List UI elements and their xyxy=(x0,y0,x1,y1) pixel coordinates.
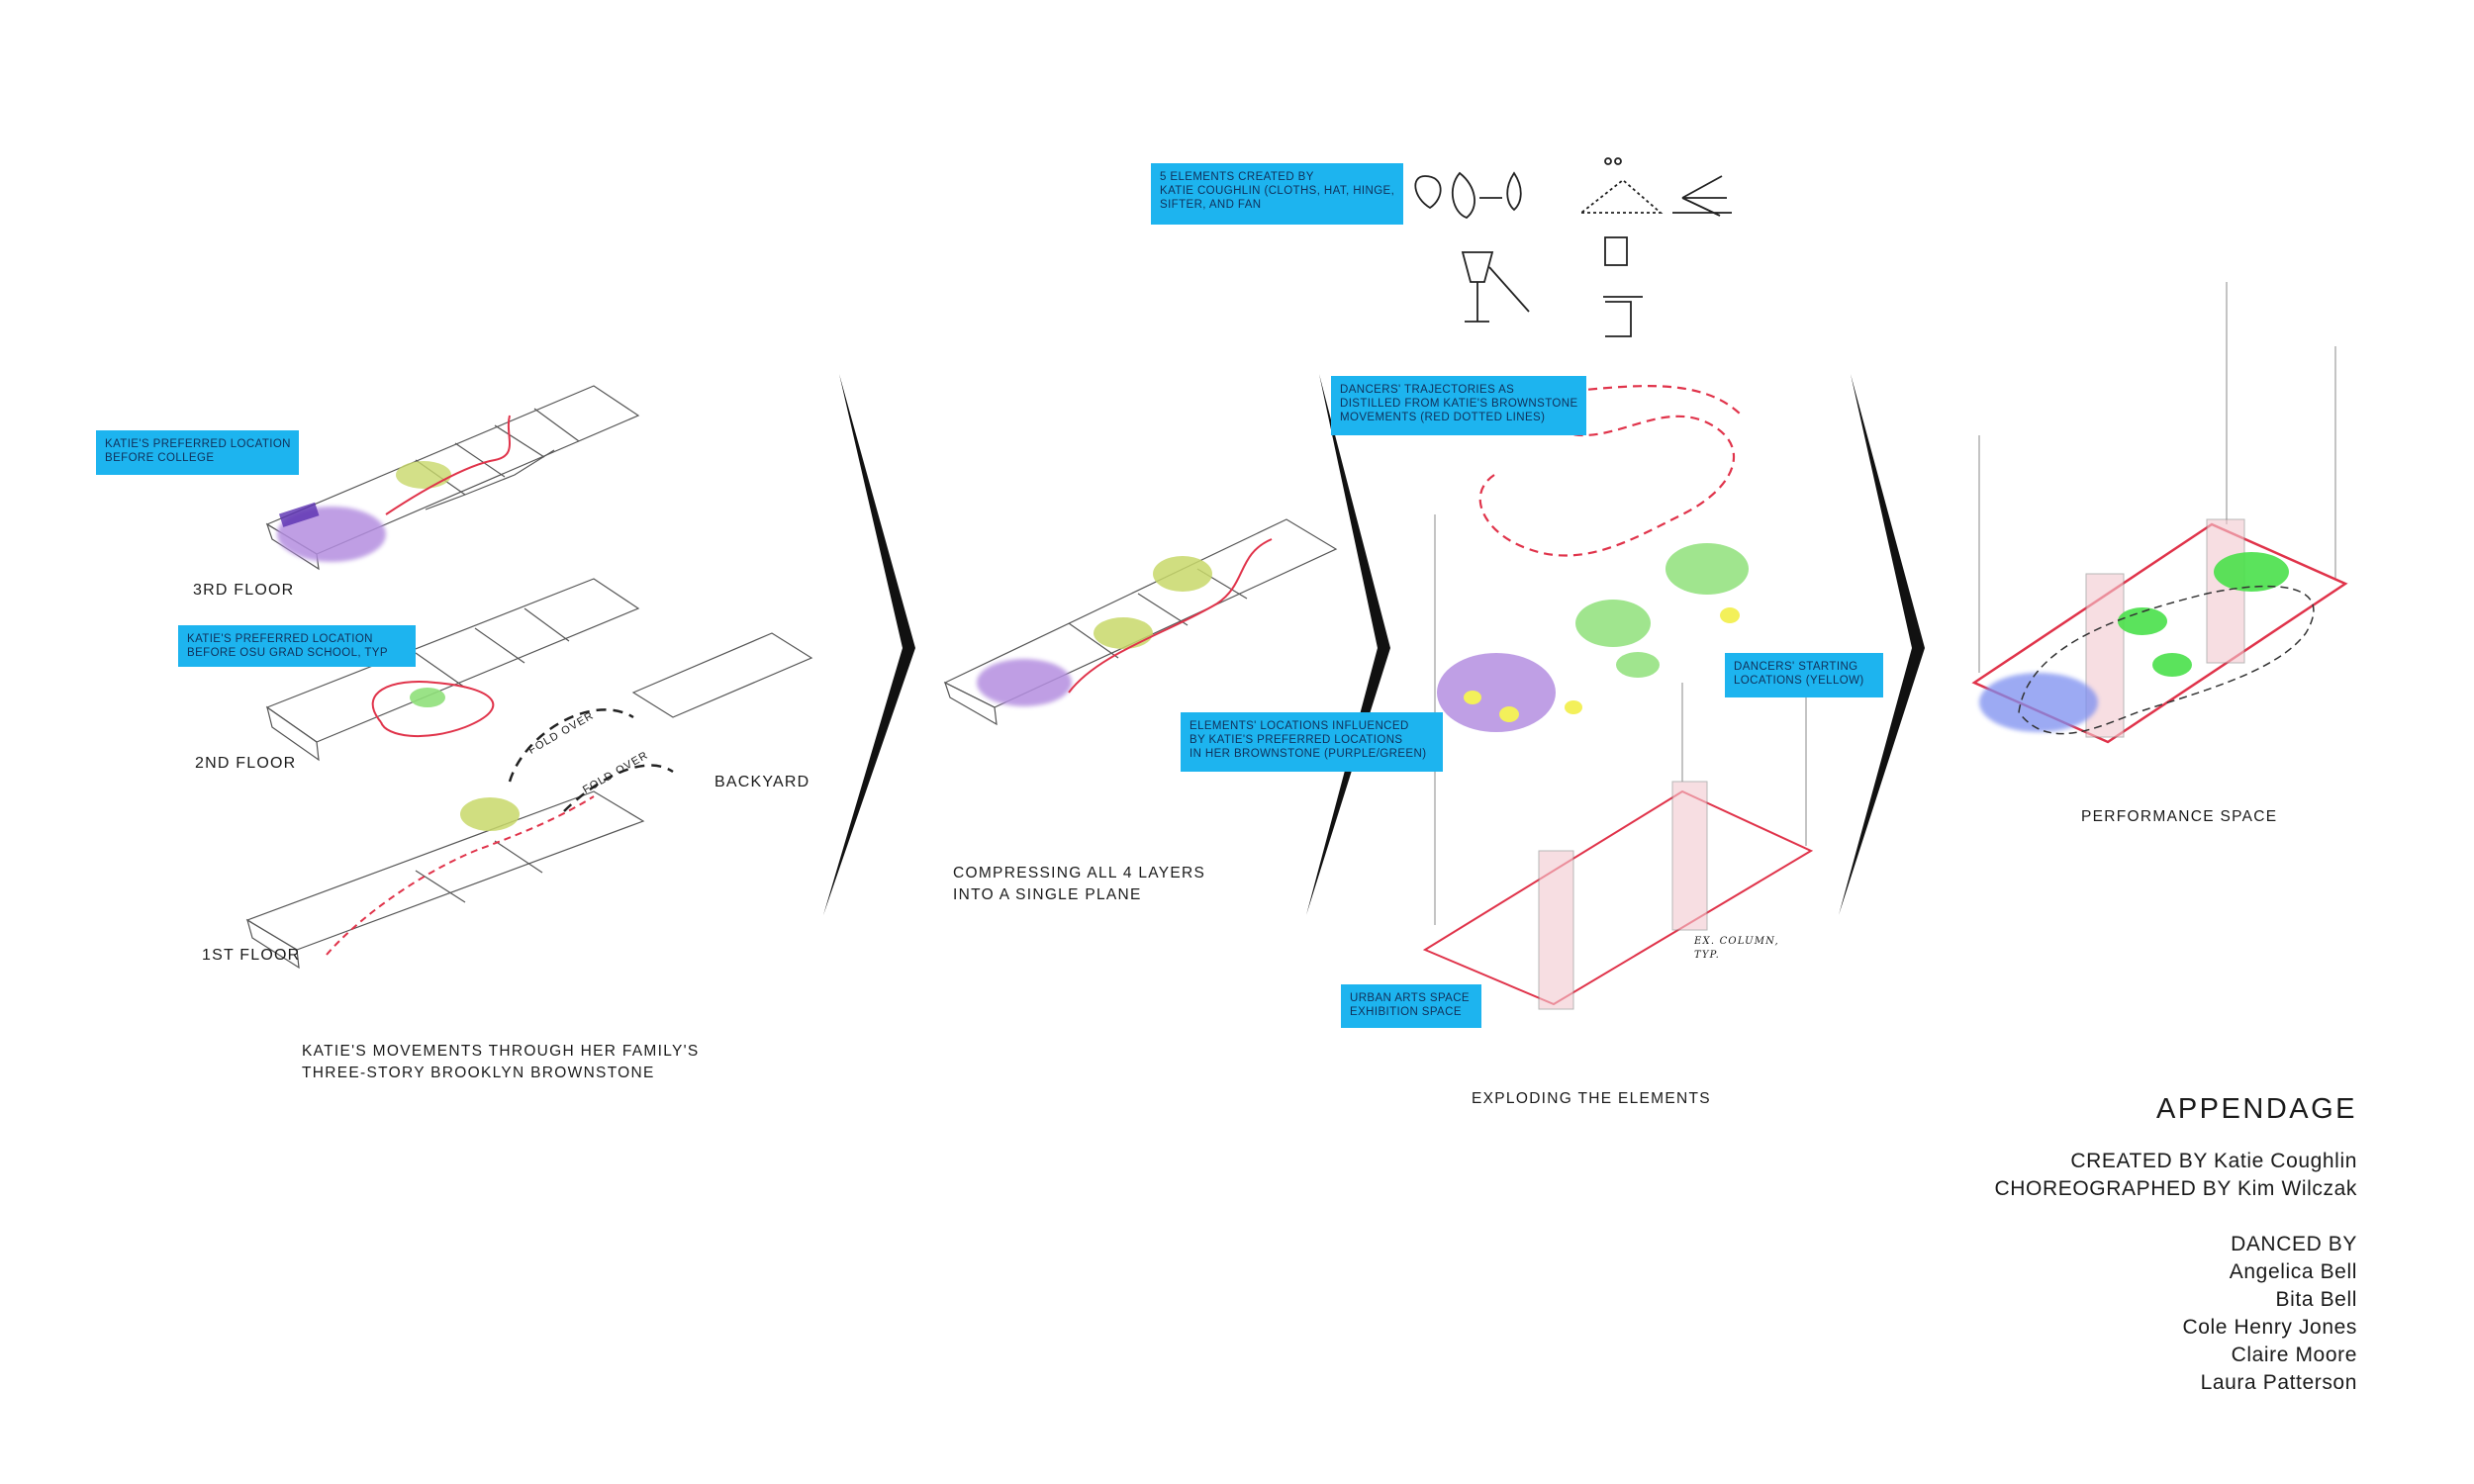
column-note-line: TYP. xyxy=(1694,950,1720,961)
green-element-location-1 xyxy=(1575,600,1651,647)
purple-dark-mark xyxy=(278,502,320,527)
danced-by-heading: DANCED BY xyxy=(2231,1233,2357,1255)
performance-green-2 xyxy=(2118,607,2167,635)
dancer-start-2 xyxy=(1499,706,1519,722)
caption-line: KATIE'S MOVEMENTS THROUGH HER FAMILY'S xyxy=(302,1043,700,1060)
callout-text-line: LOCATIONS (YELLOW) xyxy=(1734,675,1864,687)
callout-text-line: MOVEMENTS (RED DOTTED LINES) xyxy=(1340,412,1546,423)
credits-spacer xyxy=(1995,1203,2357,1231)
red-path-compressed xyxy=(1068,538,1273,694)
callout-text-line: URBAN ARTS SPACE xyxy=(1350,992,1471,1004)
dancer-start-3 xyxy=(1565,700,1582,714)
green-element-location-3 xyxy=(1616,652,1660,678)
project-title: APPENDAGE xyxy=(2156,1093,2357,1125)
callout-text-line: IN HER BROWNSTONE (PURPLE/GREEN) xyxy=(1189,748,1427,760)
label-column-note: EX. COLUMN, TYP. xyxy=(1694,935,1779,963)
label-backyard: BACKYARD xyxy=(714,774,810,790)
separator-chevron-2 xyxy=(1306,374,1390,915)
callout-exhibition-space: URBAN ARTS SPACE EXHIBITION SPACE xyxy=(1341,984,1481,1028)
performance-green-3 xyxy=(2152,653,2192,677)
dancer-name: Bita Bell xyxy=(2275,1288,2357,1311)
performance-lines xyxy=(1978,282,2336,673)
dancer-start-4 xyxy=(1720,607,1740,623)
callout-text-line: KATIE COUGHLIN (CLOTHS, HAT, HINGE, xyxy=(1160,185,1395,197)
callout-text-line: KATIE'S PREFERRED LOCATION xyxy=(105,438,291,450)
callout-text-line: BEFORE OSU GRAD SCHOOL, TYP xyxy=(187,647,388,659)
backyard-plan xyxy=(631,632,813,718)
callout-text-line: KATIE'S PREFERRED LOCATION xyxy=(187,633,373,645)
separator-chevron-3 xyxy=(1839,374,1925,915)
label-2nd-floor: 2ND FLOOR xyxy=(195,755,297,772)
callout-text-line: SIFTER, AND FAN xyxy=(1160,199,1262,211)
floor-plan-1st xyxy=(245,632,813,970)
caption-line: THREE-STORY BROOKLYN BROWNSTONE xyxy=(302,1065,655,1081)
callout-element-locations: ELEMENTS' LOCATIONS INFLUENCED BY KATIE'… xyxy=(1181,712,1443,772)
green-location-compressed-1 xyxy=(1094,617,1153,649)
callout-trajectories: DANCERS' TRAJECTORIES AS DISTILLED FROM … xyxy=(1331,376,1586,435)
performance-purple xyxy=(1979,673,2098,732)
fold-arrow-upper xyxy=(508,708,634,783)
caption-line: COMPRESSING ALL 4 LAYERS xyxy=(953,865,1206,881)
performance-column-1 xyxy=(2206,518,2245,664)
performance-green-1 xyxy=(2214,552,2289,592)
floor-plan-2nd xyxy=(265,578,640,762)
purple-location-3rd xyxy=(277,507,386,562)
exhibition-space-frame xyxy=(1422,789,1814,1006)
callout-text-line: DISTILLED FROM KATIE'S BROWNSTONE xyxy=(1340,398,1578,410)
callout-text-line: BEFORE COLLEGE xyxy=(105,452,215,464)
credits-block: CREATED BY Katie Coughlin CHOREOGRAPHED … xyxy=(1995,1148,2357,1397)
created-by: CREATED BY Katie Coughlin xyxy=(2070,1150,2357,1172)
exhibition-columns xyxy=(1538,781,1708,1010)
dancer-name: Claire Moore xyxy=(2231,1344,2357,1366)
purple-location-compressed xyxy=(977,659,1072,706)
callout-before-college: KATIE'S PREFERRED LOCATION BEFORE COLLEG… xyxy=(96,430,299,475)
callout-text-line: DANCERS' STARTING xyxy=(1734,661,1858,673)
column-note-line: EX. COLUMN, xyxy=(1694,936,1779,947)
green-location-compressed-2 xyxy=(1153,556,1212,592)
caption-line: INTO A SINGLE PLANE xyxy=(953,886,1142,903)
dancer-name: Angelica Bell xyxy=(2229,1260,2357,1283)
callout-before-grad-school: KATIE'S PREFERRED LOCATION BEFORE OSU GR… xyxy=(178,625,416,667)
red-path-3rd xyxy=(385,415,511,515)
element-sketches xyxy=(1414,157,1732,337)
caption-compress: COMPRESSING ALL 4 LAYERS INTO A SINGLE P… xyxy=(953,863,1205,906)
callout-text-line: BY KATIE'S PREFERRED LOCATIONS xyxy=(1189,734,1403,746)
callout-text-line: EXHIBITION SPACE xyxy=(1350,1006,1462,1018)
red-path-2nd xyxy=(371,681,495,738)
performance-trajectory xyxy=(2018,585,2315,735)
dancer-name: Laura Patterson xyxy=(2200,1371,2357,1394)
callout-starting-locations: DANCERS' STARTING LOCATIONS (YELLOW) xyxy=(1725,653,1883,697)
dancer-start-1 xyxy=(1464,691,1481,704)
choreographed-by: CHOREOGRAPHED BY Kim Wilczak xyxy=(1994,1177,2357,1200)
green-location-2nd xyxy=(410,688,445,707)
caption-performance-space: PERFORMANCE SPACE xyxy=(2081,808,2278,825)
caption-brownstone: KATIE'S MOVEMENTS THROUGH HER FAMILY'S T… xyxy=(302,1041,700,1084)
green-element-location-2 xyxy=(1665,543,1749,595)
dancer-name: Cole Henry Jones xyxy=(2182,1316,2357,1339)
label-1st-floor: 1ST FLOOR xyxy=(202,947,301,964)
callout-five-elements: 5 ELEMENTS CREATED BY KATIE COUGHLIN (CL… xyxy=(1151,163,1403,225)
caption-explode: EXPLODING THE ELEMENTS xyxy=(1472,1090,1711,1107)
red-path-1st xyxy=(326,795,595,956)
label-3rd-floor: 3RD FLOOR xyxy=(193,582,295,599)
green-location-3rd xyxy=(396,461,451,489)
purple-element-location xyxy=(1437,653,1556,732)
callout-text-line: DANCERS' TRAJECTORIES AS xyxy=(1340,384,1515,396)
callout-text-line: ELEMENTS' LOCATIONS INFLUENCED xyxy=(1189,720,1409,732)
green-location-1st xyxy=(460,797,520,831)
callout-text-line: 5 ELEMENTS CREATED BY xyxy=(1160,171,1314,183)
separator-chevron-1 xyxy=(823,374,915,915)
